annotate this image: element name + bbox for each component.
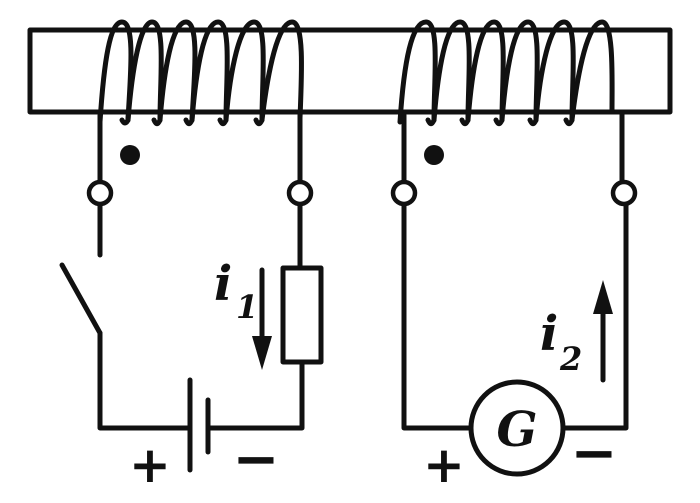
resistor bbox=[280, 265, 324, 365]
current-arrow-i1 bbox=[252, 267, 272, 370]
secondary-wire-left bbox=[401, 202, 473, 431]
primary-polarity-dot bbox=[120, 145, 140, 165]
primary-wire-left-bottom bbox=[97, 330, 191, 431]
battery-plus-sign: + bbox=[129, 436, 171, 494]
label-i2-sub: 2 bbox=[559, 340, 582, 378]
galvanometer bbox=[468, 379, 566, 477]
label-i1: i bbox=[214, 256, 232, 312]
secondary-coil bbox=[397, 19, 615, 127]
terminal-primary-right bbox=[286, 179, 314, 207]
battery-minus-sign: − bbox=[233, 427, 280, 492]
secondary-wire-right bbox=[561, 202, 629, 431]
primary-coil bbox=[97, 19, 305, 127]
terminal-primary-left bbox=[86, 179, 114, 207]
meter-plus-sign: + bbox=[423, 436, 465, 494]
secondary-polarity-dot bbox=[424, 145, 444, 165]
label-i1-sub: 1 bbox=[236, 288, 258, 326]
meter-minus-sign: − bbox=[571, 421, 618, 486]
current-arrow-i2 bbox=[593, 280, 613, 383]
galvanometer-label: G bbox=[497, 402, 538, 458]
label-i2: i bbox=[540, 306, 558, 362]
switch-blade bbox=[59, 262, 103, 336]
battery bbox=[187, 377, 211, 473]
terminal-secondary-right bbox=[610, 179, 638, 207]
terminal-secondary-left bbox=[390, 179, 418, 207]
primary-wire-right bbox=[207, 359, 305, 431]
iron-core bbox=[27, 27, 673, 115]
